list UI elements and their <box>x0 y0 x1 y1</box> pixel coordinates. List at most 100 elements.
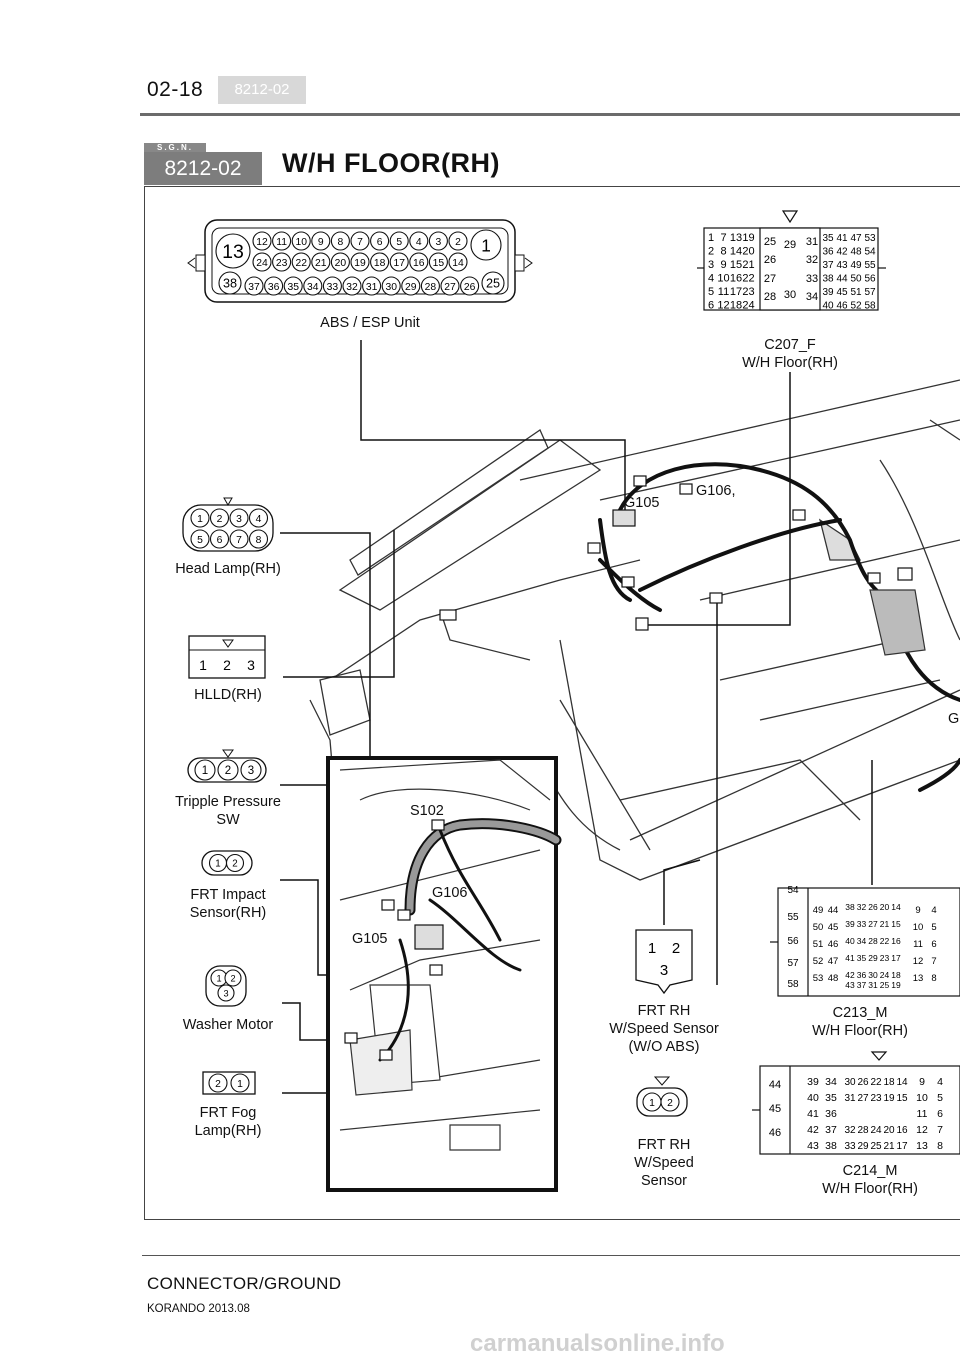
c214-grid-cell: 33 <box>844 1141 856 1152</box>
c214-grid-cell: 38 <box>825 1140 837 1152</box>
c213-grid-cell: 52 <box>813 956 824 967</box>
c207-grid-cell: 56 <box>864 274 876 285</box>
frt-fog-label-1: FRT Fog <box>199 1105 257 1121</box>
c213-grid-cell: 33 <box>857 919 867 929</box>
section-code: 8212-02 <box>144 152 262 185</box>
c213-grid-cell: 37 <box>857 980 867 990</box>
wspeed-woabs-connector <box>635 929 693 995</box>
c207-grid-cell: 40 <box>822 301 834 312</box>
hlld-pins-cell: 1 <box>199 657 207 673</box>
c213-grid-cell: 44 <box>828 905 839 916</box>
c213-grid-cell: 22 <box>880 936 890 946</box>
abs-top-pin-label: 12 <box>256 237 268 248</box>
c213-grid-cell: 27 <box>868 919 878 929</box>
abs-mid-pin <box>428 252 448 272</box>
head-lamp-pin-label: 2 <box>217 514 223 525</box>
washer-pin-label: 1 <box>216 973 221 983</box>
c207-grid-cell: 1 <box>708 232 714 244</box>
c214-grid-cell: 45 <box>769 1103 781 1115</box>
abs-mid-pin-label: 18 <box>374 258 386 269</box>
c213-grid-cell: 19 <box>891 980 901 990</box>
c214-grid-cell: 31 <box>844 1093 856 1104</box>
frt-impact-label-1: FRT Impact <box>190 887 266 903</box>
c207-grid-cell: 58 <box>864 301 876 312</box>
fog-pin-label: 1 <box>237 1079 243 1090</box>
c213-grid-cell: 26 <box>868 902 878 912</box>
c207-grid-cell: 5 <box>708 286 714 298</box>
c207-grid-cell: 7 <box>720 232 726 244</box>
abs-top-pin <box>330 231 350 251</box>
c207-grid-cell: 47 <box>850 233 862 244</box>
c207-grid-cell: 3 <box>708 259 714 271</box>
c213-grid-cell: 17 <box>891 953 901 963</box>
c214-grid-cell: 40 <box>807 1092 819 1104</box>
c207-grid-cell: 22 <box>742 273 754 285</box>
abs-top-pin <box>448 231 468 251</box>
c207-grid-cell: 49 <box>850 260 862 271</box>
c207-grid-cell: 2 <box>708 246 714 258</box>
c214-grid-cell: 22 <box>870 1077 882 1088</box>
c214-grid-cell: 20 <box>883 1125 895 1136</box>
c213-grid-cell: 35 <box>857 953 867 963</box>
abs-mid-pin <box>350 252 370 272</box>
c213-grid-cell: 21 <box>880 919 890 929</box>
c207-grid-cell: 16 <box>730 273 742 285</box>
abs-bot-pin <box>342 276 362 296</box>
c214-grid-cell: 44 <box>769 1079 781 1091</box>
c207-grid-cell: 17 <box>730 286 742 298</box>
c214-connector <box>752 1051 960 1155</box>
footer-rule <box>142 1255 960 1256</box>
abs-38-pin-label: 38 <box>223 277 237 291</box>
c207-grid-cell: 39 <box>822 287 834 298</box>
hlld-label: HLLD(RH) <box>194 687 262 703</box>
c214-grid-cell: 23 <box>870 1093 882 1104</box>
c207-grid-cell: 9 <box>720 259 726 271</box>
c207-grid-cell: 57 <box>864 287 876 298</box>
c207-grid-cell: 21 <box>742 259 754 271</box>
head-lamp-pin-label: 7 <box>236 535 242 546</box>
abs-mid-pin-label: 14 <box>452 258 464 269</box>
abs-bot-pin <box>283 276 303 296</box>
abs-38-pin <box>218 271 242 295</box>
abs-top-pin <box>428 231 448 251</box>
vehicle-connectors <box>439 475 913 631</box>
abs-bot-pin-label: 26 <box>464 282 476 293</box>
wspeed-label-3: Sensor <box>641 1173 687 1189</box>
impact-pin-label: 1 <box>215 859 220 870</box>
c207-grid-cell: 25 <box>764 236 776 248</box>
c213-grid-cell: 8 <box>931 973 936 984</box>
wspeed-a-pins-cell: 3 <box>660 962 668 979</box>
c213-grid-cell: 42 <box>845 970 855 980</box>
washer-pin-label: 3 <box>223 988 228 998</box>
wspeed-woabs-label-3: (W/O ABS) <box>628 1039 700 1055</box>
c214-grid-cell: 30 <box>844 1077 856 1088</box>
abs-top-pin <box>350 231 370 251</box>
hlld-pins-cell: 3 <box>247 657 255 673</box>
head-lamp-pin-label: 1 <box>197 514 203 525</box>
head-lamp-pin <box>190 508 210 528</box>
abs-top-pin-label: 6 <box>377 237 383 248</box>
wspeed-a-pins-cell: 1 <box>648 940 656 957</box>
c207-grid-cell: 36 <box>822 247 834 258</box>
header-rule <box>140 113 960 116</box>
c213-grid-cell: 15 <box>891 919 901 929</box>
c213-grid-cell: 14 <box>891 902 901 912</box>
abs-mid-pin-label: 23 <box>276 258 288 269</box>
c207-grid-cell: 6 <box>708 300 714 312</box>
c213-connector <box>770 887 960 997</box>
abs-top-pin-label: 7 <box>357 237 363 248</box>
c214-grid-cell: 41 <box>807 1108 819 1120</box>
abs-mid-pin <box>311 252 331 272</box>
c207-grid-cell: 34 <box>806 291 818 303</box>
c214-id-label: C214_M <box>842 1163 898 1179</box>
c213-grid-cell: 56 <box>787 936 799 947</box>
head-lamp-pin-label: 6 <box>217 535 223 546</box>
c207-grid-cell: 42 <box>836 247 848 258</box>
c213-grid-cell: 50 <box>813 922 824 933</box>
abs-bot-pin <box>244 276 264 296</box>
inset-g106-label: G106 <box>432 885 468 901</box>
